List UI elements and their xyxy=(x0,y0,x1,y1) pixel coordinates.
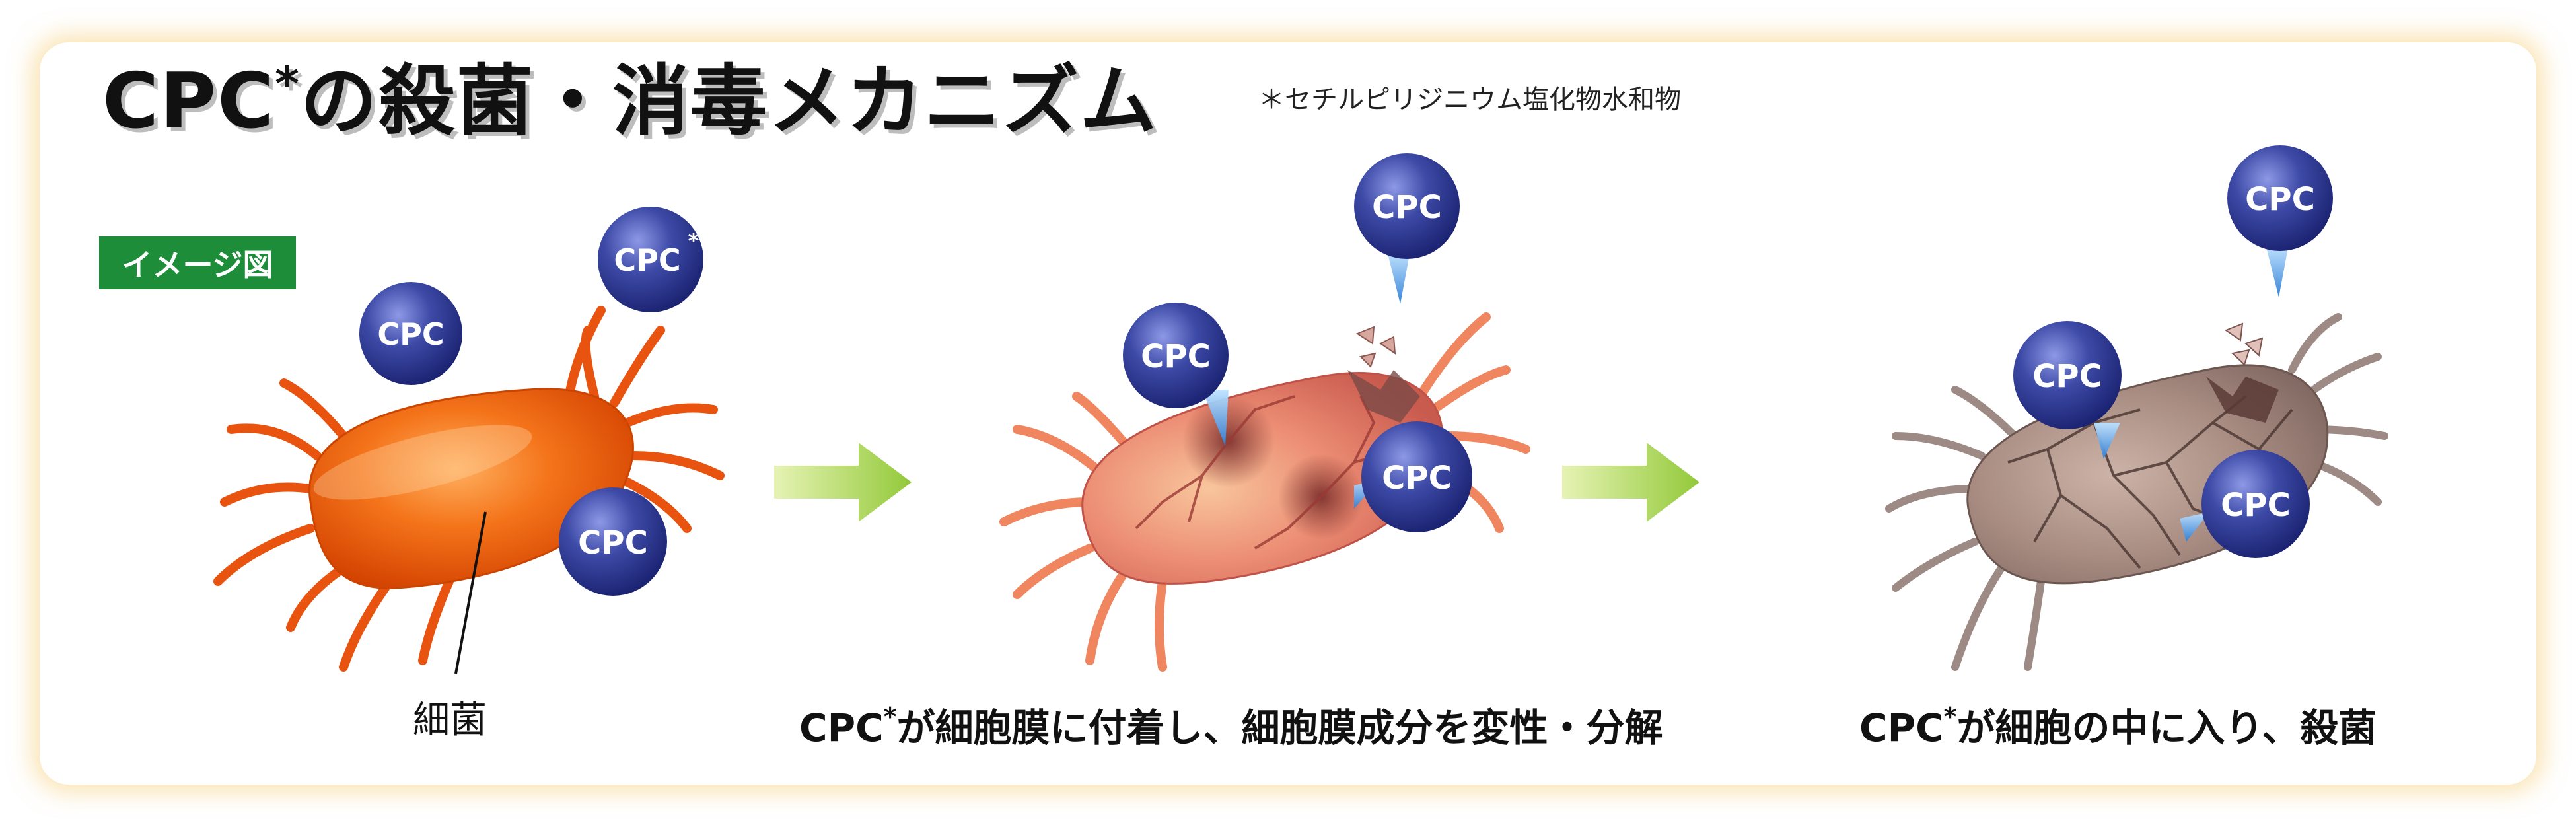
cpc-beam xyxy=(2094,423,2120,459)
svg-text:CPC: CPC xyxy=(377,316,444,352)
cpc-molecule-icon: CPC xyxy=(359,282,462,385)
cpc-beam xyxy=(1387,251,1410,304)
bacterium-healthy-icon xyxy=(213,306,725,672)
bacterium-damaged-icon xyxy=(999,312,1530,672)
image-tag: イメージ図 xyxy=(99,236,296,289)
svg-text:CPC: CPC xyxy=(1141,338,1211,375)
title-main: CPC xyxy=(102,57,275,146)
right-arrow-icon xyxy=(1562,443,1699,522)
step-mark: * xyxy=(1943,702,1957,731)
title-rest: の殺菌・消毒メカニズム xyxy=(300,57,1158,146)
cpc-molecule-icon: CPC xyxy=(2201,450,2310,558)
svg-text:CPC: CPC xyxy=(614,242,680,278)
cpc-beam xyxy=(1202,390,1229,446)
cpc-molecule-icon: CPC xyxy=(559,487,667,596)
step-caption-membrane: CPC*が細胞膜に付着し、細胞膜成分を変性・分解 xyxy=(799,697,1663,752)
svg-text:CPC: CPC xyxy=(1372,189,1442,226)
cpc-molecule-icon: CPC xyxy=(1354,153,1460,259)
svg-text:CPC: CPC xyxy=(2032,358,2102,395)
bacterium-dead-icon xyxy=(1885,313,2388,671)
cpc-beam xyxy=(2266,244,2289,297)
step-caption-kill: CPC*が細胞の中に入り、殺菌 xyxy=(1859,697,2377,752)
cpc-molecule-icon: CPC xyxy=(2013,321,2122,429)
footnote: ＊セチルピリジニウム塩化物水和物 xyxy=(1258,85,1681,115)
step-text: が細胞の中に入り、殺菌 xyxy=(1956,705,2377,750)
bacterium-pointer-line xyxy=(454,511,487,674)
right-arrow-icon xyxy=(774,443,912,522)
cpc-molecule-icon: CPC xyxy=(2227,145,2333,251)
svg-text:CPC: CPC xyxy=(578,524,648,561)
svg-text:*: * xyxy=(688,229,699,254)
page-title: CPC*の殺菌・消毒メカニズム xyxy=(102,61,1158,140)
step-prefix: CPC xyxy=(1859,705,1944,750)
svg-text:CPC: CPC xyxy=(1382,460,1452,497)
title-mark: * xyxy=(275,57,301,111)
step-text: が細胞膜に付着し、細胞膜成分を変性・分解 xyxy=(896,705,1663,750)
svg-text:CPC: CPC xyxy=(2221,487,2291,524)
svg-text:CPC: CPC xyxy=(2245,181,2315,218)
cpc-molecule-icon: CPC * xyxy=(598,207,703,312)
step-prefix: CPC xyxy=(799,705,884,750)
step-mark: * xyxy=(883,702,897,731)
cpc-molecule-icon: CPC xyxy=(1361,421,1472,532)
cpc-beam xyxy=(2180,512,2209,542)
bacterium-label: 細菌 xyxy=(413,699,487,742)
cpc-molecule-icon: CPC xyxy=(1123,303,1229,408)
